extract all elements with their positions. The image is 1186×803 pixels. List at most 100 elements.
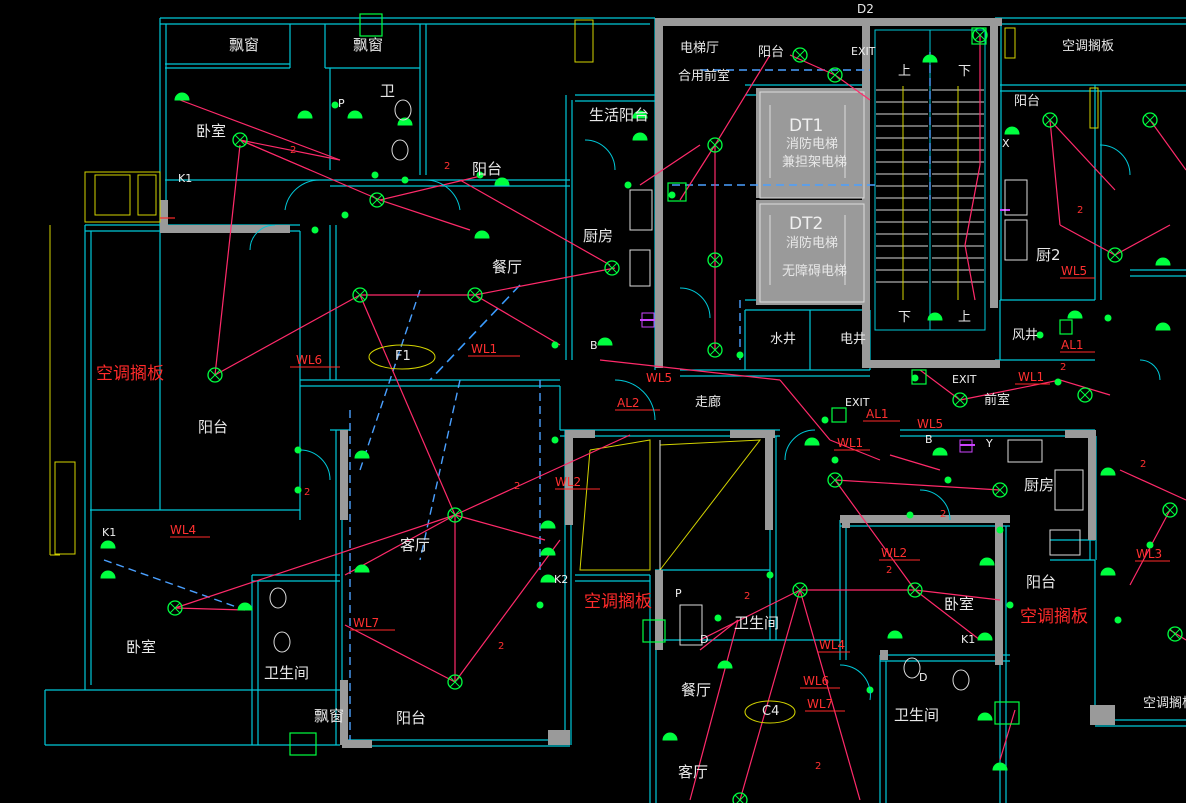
exit-sign: EXIT <box>845 396 870 409</box>
wiring-line <box>689 619 739 801</box>
room-ac-shelf-west: 空调搁板 <box>96 364 164 384</box>
wiring-line <box>639 144 701 186</box>
room-bathroom-center: 卫生间 <box>734 614 780 632</box>
sanitary-fixture <box>1004 219 1028 261</box>
socket-icon <box>662 732 678 741</box>
switch-tag: K1 <box>102 526 117 539</box>
circuit-label: WL7 <box>807 697 834 711</box>
ceiling-light-cross <box>794 584 806 596</box>
ceiling-light-icon <box>907 582 923 598</box>
door-swing <box>249 224 276 251</box>
circuit-label: WL1 <box>471 342 498 356</box>
fixture-box <box>1059 319 1073 335</box>
socket-icon <box>927 312 943 321</box>
wire-count: 2 <box>514 481 521 492</box>
wiring-line <box>699 589 801 641</box>
toilet-fixture <box>273 631 291 653</box>
ceiling-light-cross <box>606 262 618 274</box>
elevator-shaft-dt2 <box>759 203 865 303</box>
door-swing <box>1099 144 1131 176</box>
circuit-label: WL5 <box>646 371 673 385</box>
ceiling-light-icon <box>1142 112 1158 128</box>
ceiling-light-cross <box>449 509 461 521</box>
room-elevator-hall: 电梯厅 <box>680 41 720 56</box>
wall-block <box>342 740 372 748</box>
socket-icon <box>1067 310 1083 319</box>
ceiling-light-cross <box>709 344 721 356</box>
wiring-line <box>1049 119 1061 226</box>
junction-dot <box>551 436 559 444</box>
door-swing <box>839 664 871 701</box>
circuit-label: WL5 <box>1061 264 1088 278</box>
device-tag: B <box>590 339 598 352</box>
stair-down-bottom: 下 <box>898 310 912 325</box>
fixture-box <box>359 13 383 37</box>
ceiling-light-icon <box>1042 112 1058 128</box>
ceiling-light-cross <box>354 289 366 301</box>
junction-dot <box>1114 616 1122 624</box>
wall-block <box>1090 705 1115 725</box>
socket-icon <box>977 632 993 641</box>
wiring-line <box>1059 224 1116 256</box>
door-swing <box>784 429 816 461</box>
marker-d2: D2 <box>857 2 874 16</box>
room-bedroom-east: 卧室 <box>944 595 975 613</box>
ceiling-light-icon <box>604 260 620 276</box>
switch-tag: K1 <box>961 633 976 646</box>
wire-count: 2 <box>744 591 751 602</box>
socket-icon <box>632 132 648 141</box>
wiring-line <box>599 359 781 381</box>
room-kitchen-2: 厨2 <box>1036 246 1061 264</box>
wiring-line <box>914 589 981 641</box>
circuit-label: WL2 <box>555 475 582 489</box>
wall-block <box>880 650 888 660</box>
ceiling-light-cross <box>1144 114 1156 126</box>
circuit-label: WL4 <box>170 523 197 537</box>
device-tag: D <box>700 633 709 646</box>
exit-sign: EXIT <box>851 45 876 58</box>
elevator-dt2-id: DT2 <box>789 214 824 234</box>
device-tag: P <box>338 97 345 110</box>
circuit-label: AL1 <box>866 407 889 421</box>
sanitary-fixture <box>1049 529 1081 556</box>
ceiling-light-cross <box>709 139 721 151</box>
wall-block <box>565 430 595 438</box>
ceiling-light-cross <box>1169 628 1181 640</box>
circuit-label: WL4 <box>819 638 846 652</box>
ceiling-light-icon <box>1077 387 1093 403</box>
wall-block <box>842 520 850 528</box>
toilet-fixture <box>269 587 287 609</box>
wiring-line <box>964 164 981 246</box>
socket-icon <box>474 230 490 239</box>
junction-dot <box>551 341 559 349</box>
junction-dot <box>294 446 302 454</box>
ceiling-light-icon <box>792 582 808 598</box>
wiring-line <box>834 479 916 591</box>
dashed-guide <box>103 559 246 611</box>
circuit-label: AL2 <box>617 396 640 410</box>
circuit-label: WL7 <box>353 616 380 630</box>
wall-block <box>655 570 663 650</box>
wiring-line <box>379 174 486 201</box>
circuit-label: WL5 <box>917 417 944 431</box>
wiring-line <box>239 139 341 161</box>
ceiling-light-icon <box>1107 247 1123 263</box>
socket-icon <box>540 574 556 583</box>
circuit-label: WL6 <box>296 353 323 367</box>
room-living-south: 客厅 <box>678 763 709 781</box>
room-dining-west: 餐厅 <box>492 258 523 276</box>
room-balcony-south: 阳台 <box>396 709 427 727</box>
room-bay-window-top-left: 飘窗 <box>229 36 260 54</box>
ceiling-light-cross <box>1079 389 1091 401</box>
oval-tag-f1: F1 <box>395 349 411 364</box>
wiring-line <box>919 369 961 401</box>
oval-marker <box>368 344 436 370</box>
socket-icon <box>804 437 820 446</box>
ceiling-light-icon <box>447 674 463 690</box>
socket-icon <box>922 54 938 63</box>
annotation-frame <box>1089 87 1099 129</box>
room-ac-shelf-center: 空调搁板 <box>584 592 652 612</box>
junction-dot <box>331 101 339 109</box>
junction-dot <box>1146 541 1154 549</box>
